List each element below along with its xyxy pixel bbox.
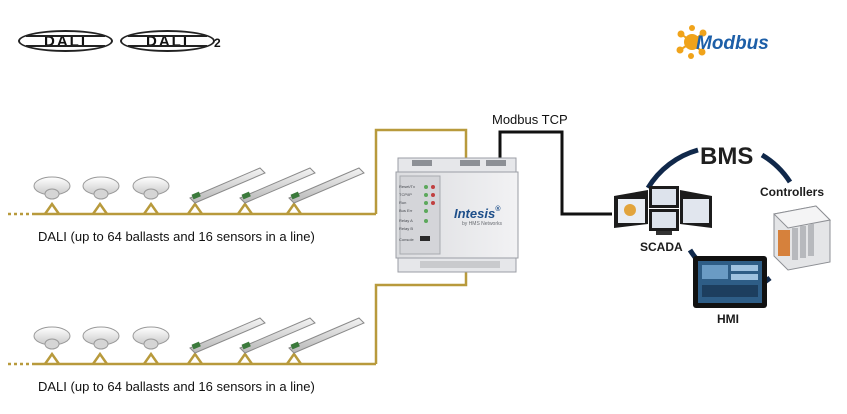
modbus-tcp-line [498,130,612,216]
scada-label: SCADA [640,240,683,254]
controllers-label: Controllers [760,185,825,199]
scada-monitors-icon [614,186,712,235]
led-ballast-icon [189,167,266,204]
dali-bus-line-2 [8,272,468,366]
dali-logo: DALI [18,30,113,52]
led-ballast-icon [239,167,316,204]
modbus-logo-text: Modbus [696,33,769,54]
bms-title: BMS [700,143,754,170]
gateway-device-icon [395,157,519,273]
led-label: Relay B [399,226,414,231]
gateway-brand: Intesis® [454,206,500,221]
gateway-brand-tm: ® [495,206,501,213]
hmi-label: HMI [717,312,739,326]
ceiling-sensor-icon [33,176,71,200]
ceiling-sensor-icon [33,326,71,350]
led-ballast-icon [189,317,266,354]
dali-line-caption-1: DALI (up to 64 ballasts and 16 sensors i… [38,229,315,244]
led-label: Bus Err [399,208,413,213]
gateway-led-labels: Reset/Tx TCP/IP Run Bus Err Relay A Rela… [399,183,423,244]
led-label: Console [399,237,414,242]
modbus-tcp-label: Modbus TCP [492,112,568,127]
ceiling-sensor-icon [82,176,120,200]
dali-line-caption-2: DALI (up to 64 ballasts and 16 sensors i… [38,379,315,394]
led-ballast-icon [239,317,316,354]
gateway-brand-text: Intesis [454,206,496,221]
modbus-logo-icon [676,25,707,59]
led-label: Relay A [399,218,413,223]
hmi-touchpanel-icon [693,256,767,308]
ceiling-sensor-icon [132,326,170,350]
ceiling-sensor-icon [132,176,170,200]
ceiling-sensor-icon [82,326,120,350]
dali-bus-line-1 [8,128,468,216]
dali2-logo: DALI [120,30,215,52]
plc-controller-icon [772,205,832,271]
led-label: Reset/Tx [399,184,416,189]
led-ballast-icon [288,317,365,354]
led-label: Run [399,200,407,205]
dali2-logo-suffix: 2 [214,36,221,50]
gateway-brand-sub: by HMS Networks [462,221,503,227]
led-ballast-icon [288,167,365,204]
led-label: TCP/IP [399,192,412,197]
